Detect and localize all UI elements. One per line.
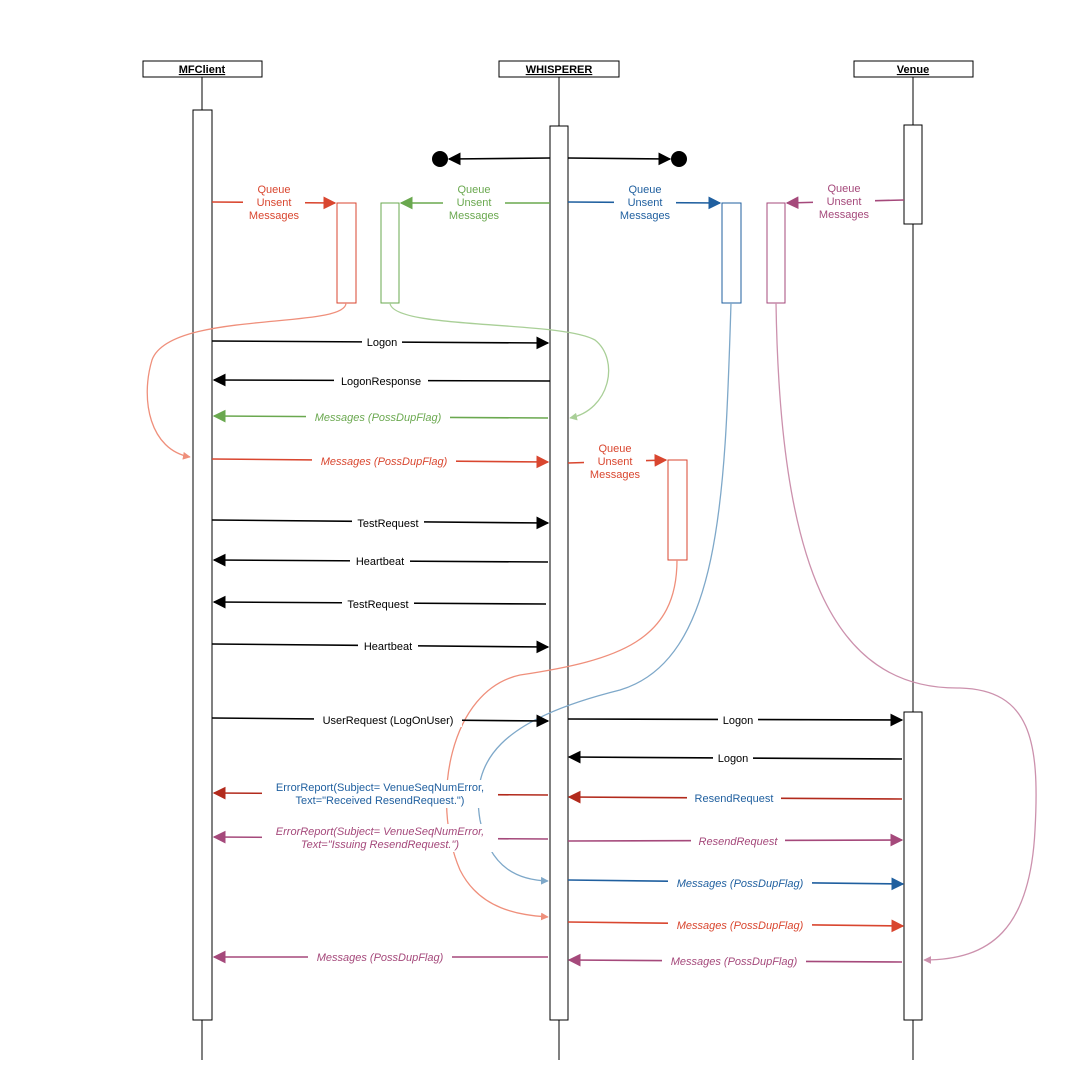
msg-userrequest-label: UserRequest (LogOnUser) xyxy=(323,715,454,727)
start-dot-left xyxy=(432,151,448,167)
svg-text:Queue: Queue xyxy=(457,184,490,196)
msg-errorreport2-label-line1: ErrorReport(Subject= VenueSeqNumError, xyxy=(276,826,484,838)
mfclient-replay-curve xyxy=(146,302,347,460)
svg-text:Messages: Messages xyxy=(449,210,500,222)
svg-text:Queue: Queue xyxy=(628,184,661,196)
svg-text:Unsent: Unsent xyxy=(598,456,633,468)
msg-resendrequest1-label: ResendRequest xyxy=(695,793,774,805)
whisperer-activation xyxy=(549,125,569,1021)
actor-venue-label: Venue xyxy=(897,64,929,76)
svg-text:Messages: Messages xyxy=(249,210,300,222)
msg-purple-possdup-client-label: Messages (PossDupFlag) xyxy=(317,952,444,964)
msg-blue-possdup-venue-label: Messages (PossDupFlag) xyxy=(677,878,804,890)
note-venue-queue: Queue Unsent Messages xyxy=(813,180,875,222)
mfclient-queue-box xyxy=(336,202,357,304)
svg-text:Queue: Queue xyxy=(827,183,860,195)
whisperer-start-left-arrow xyxy=(447,152,551,166)
whisperer-second-queue-box xyxy=(667,459,688,561)
venue-queue-box xyxy=(766,202,786,304)
actor-whisperer: WHISPERER xyxy=(498,60,620,78)
msg-logonresponse-label: LogonResponse xyxy=(341,376,421,388)
msg-red-possdup-venue-label: Messages (PossDupFlag) xyxy=(677,920,804,932)
whisperer-start-right-arrow xyxy=(567,152,672,166)
msg-resendrequest2-label: ResendRequest xyxy=(699,836,779,848)
whisperer-venue-queue-box xyxy=(721,202,742,304)
note-mfclient-queue: Queue Unsent Messages xyxy=(243,181,305,223)
actor-mfclient-label: MFClient xyxy=(179,64,226,76)
msg-errorreport2-label-line2: Text="Issuing ResendRequest.") xyxy=(301,839,459,851)
msg-heartbeat1-label: Heartbeat xyxy=(356,556,404,568)
svg-text:Queue: Queue xyxy=(598,443,631,455)
whisperer-client-replay-curve xyxy=(389,302,610,421)
msg-testrequest1-label: TestRequest xyxy=(357,518,418,530)
mfclient-activation xyxy=(192,109,213,1021)
msg-logon-from-venue-label: Logon xyxy=(718,753,749,765)
svg-text:Unsent: Unsent xyxy=(457,197,492,209)
svg-text:Queue: Queue xyxy=(257,184,290,196)
svg-text:Messages: Messages xyxy=(819,209,870,221)
venue-replay-curve xyxy=(775,302,1037,964)
msg-purple-possdup-venue-label: Messages (PossDupFlag) xyxy=(671,956,798,968)
msg-errorreport1-label-line1: ErrorReport(Subject= VenueSeqNumError, xyxy=(276,782,484,794)
whisperer-client-queue-box xyxy=(380,202,400,304)
actor-mfclient: MFClient xyxy=(142,60,263,78)
actor-venue: Venue xyxy=(853,60,974,78)
msg-testrequest2-label: TestRequest xyxy=(347,599,408,611)
msg-logon-label: Logon xyxy=(367,337,398,349)
msg-red-possdup-label: Messages (PossDupFlag) xyxy=(321,456,448,468)
msg-heartbeat2-label: Heartbeat xyxy=(364,641,412,653)
svg-text:Messages: Messages xyxy=(620,210,671,222)
msg-logon-venue-label: Logon xyxy=(723,715,754,727)
note-whisperer-venue-queue: Queue Unsent Messages xyxy=(614,181,676,223)
msg-green-possdup-label: Messages (PossDupFlag) xyxy=(315,412,442,424)
venue-activation-top xyxy=(903,124,923,225)
start-dot-right xyxy=(671,151,687,167)
svg-text:Messages: Messages xyxy=(590,469,641,481)
note-whisperer-client-queue: Queue Unsent Messages xyxy=(443,181,505,223)
venue-activation-bottom xyxy=(903,711,923,1021)
svg-text:Unsent: Unsent xyxy=(628,197,663,209)
note-whisperer-second-queue: Queue Unsent Messages xyxy=(584,440,646,482)
svg-text:Unsent: Unsent xyxy=(827,196,862,208)
actor-whisperer-label: WHISPERER xyxy=(526,64,593,76)
svg-text:Unsent: Unsent xyxy=(257,197,292,209)
msg-errorreport1-label-line2: Text="Received ResendRequest.") xyxy=(296,795,465,807)
